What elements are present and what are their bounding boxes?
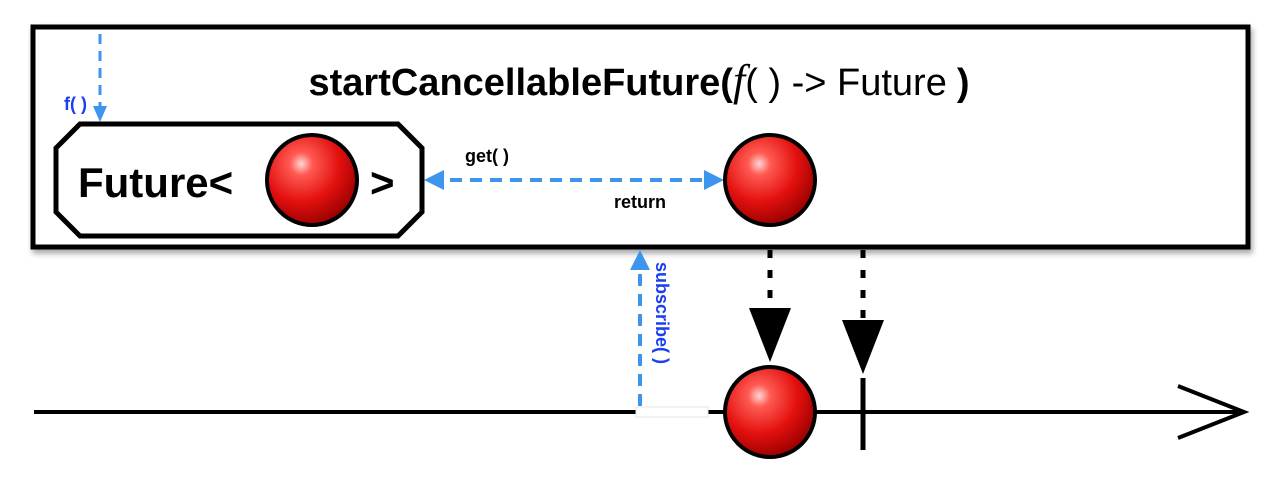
get-arrowhead — [424, 170, 444, 190]
return-arrowhead — [704, 170, 724, 190]
timeline-arrowhead — [1177, 384, 1250, 440]
function-signature: ( ) -> Future — [745, 62, 947, 104]
operator-title: startCancellableFuture(f( ) -> Future) — [309, 56, 970, 105]
output-marble — [723, 365, 817, 459]
future-marble — [265, 133, 359, 227]
get-label: get( ) — [465, 146, 509, 166]
future-prefix: Future< — [78, 159, 233, 206]
emission-arrowhead-complete — [842, 320, 884, 374]
return-label: return — [614, 192, 666, 212]
operator-close-paren: ) — [957, 62, 970, 104]
subscribe-label: subscribe( ) — [652, 262, 672, 364]
emission-arrowhead-item — [749, 308, 791, 362]
subscribe-arrowhead — [630, 250, 650, 270]
future-suffix: > — [370, 159, 395, 206]
f-call-label: f( ) — [64, 94, 87, 114]
f-call-arrowhead — [93, 106, 107, 122]
subscription-gap — [635, 406, 709, 418]
operator-name: startCancellableFuture( — [309, 62, 734, 104]
returned-marble — [723, 133, 817, 227]
